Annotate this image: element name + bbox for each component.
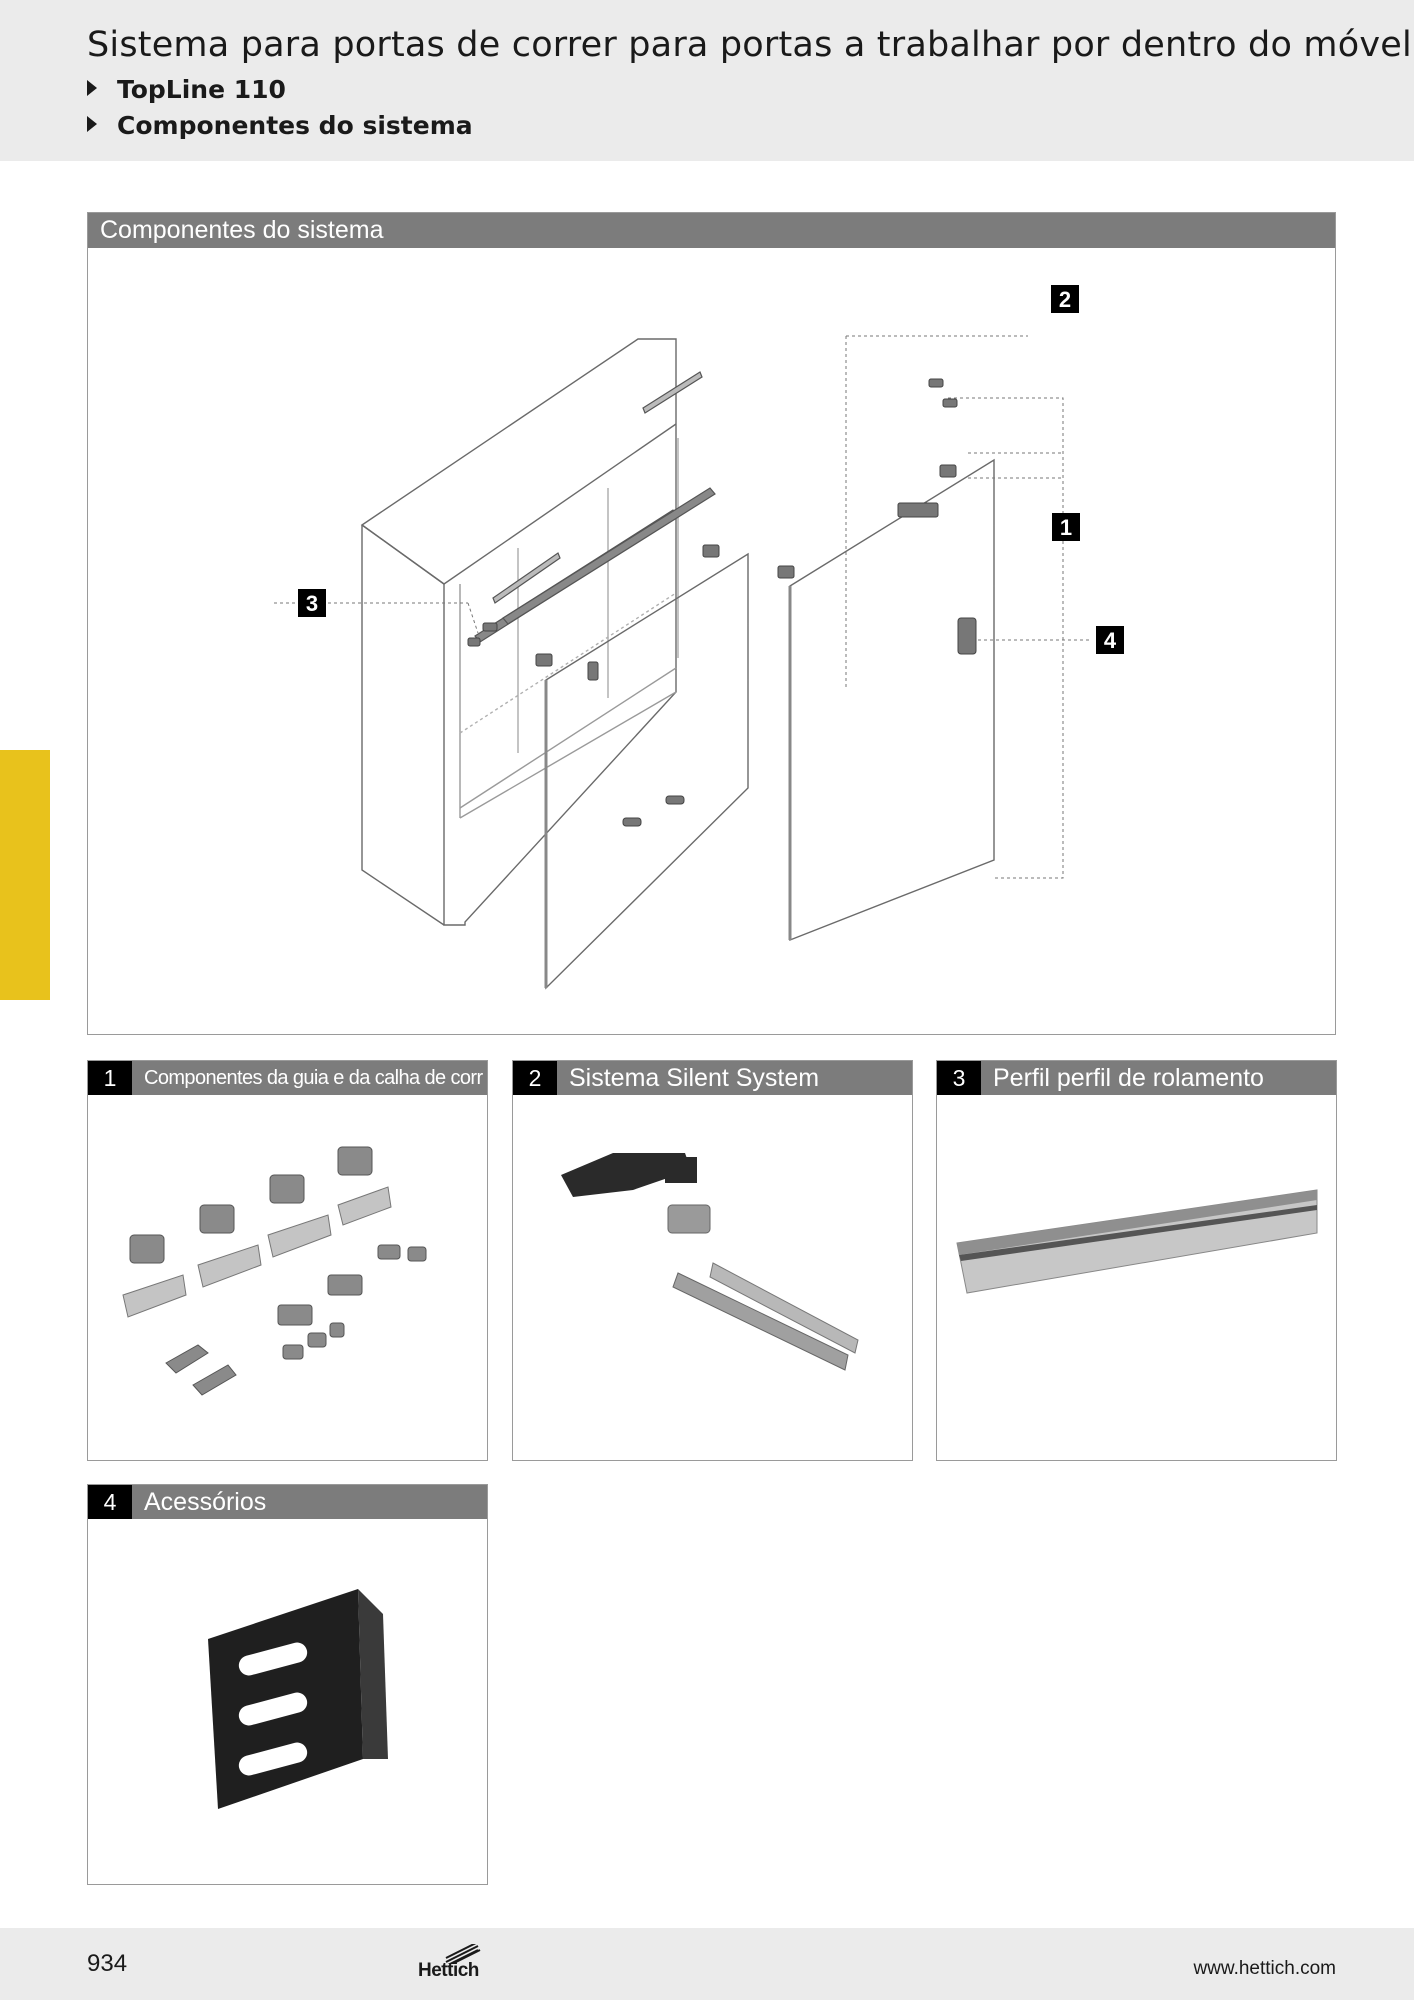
- card-title: Acessórios: [144, 1488, 267, 1516]
- triangle-right-icon: [87, 80, 97, 96]
- breadcrumb-components[interactable]: Componentes do sistema: [87, 111, 473, 140]
- card-header: 3 Perfil perfil de rolamento: [937, 1061, 1336, 1095]
- card-title: Sistema Silent System: [569, 1064, 820, 1092]
- page-number: 934: [87, 1950, 128, 1977]
- card-number: 2: [513, 1061, 557, 1095]
- callout-4: 4: [1104, 628, 1117, 653]
- silent-system-image: [561, 1153, 859, 1371]
- card-title: Perfil perfil de rolamento: [993, 1064, 1264, 1092]
- callout-3: 3: [306, 591, 318, 616]
- right-door: [789, 458, 995, 942]
- callout-1: 1: [1060, 515, 1072, 540]
- left-door: [545, 552, 749, 990]
- card-header: 1 Componentes da guia e da calha de corr…: [88, 1061, 487, 1095]
- panel-title: Componentes do sistema: [88, 213, 1335, 248]
- system-components-panel: Componentes do sistema: [87, 212, 1336, 1035]
- hettich-logo: Hettich: [418, 1944, 488, 1984]
- breadcrumb-label: TopLine 110: [117, 75, 286, 104]
- page-title: Sistema para portas de correr para porta…: [87, 25, 1412, 65]
- breadcrumb-label: Componentes do sistema: [117, 111, 473, 140]
- cabinet-outline: [360, 338, 677, 926]
- card-number: 1: [88, 1061, 132, 1095]
- page-footer: 934 Hettich www.hettich.com: [0, 1928, 1414, 2000]
- card-title: Componentes da guia e da calha de correr: [144, 1067, 483, 1089]
- bracket-accessory-image: [208, 1589, 388, 1809]
- website-link[interactable]: www.hettich.com: [1193, 1958, 1336, 1979]
- card-header: 4 Acessórios: [88, 1485, 487, 1519]
- chapter-tab: [0, 750, 50, 1000]
- rolling-profile-image: [956, 1189, 1318, 1294]
- component-card-silent-system: 2 Sistema Silent System: [512, 1060, 913, 1461]
- callout-2: 2: [1059, 287, 1071, 312]
- logo-mark-icon: [445, 1944, 481, 1964]
- brand-name: Hettich: [418, 1960, 479, 1981]
- component-card-accessories: 4 Acessórios: [87, 1484, 488, 1885]
- card-number: 3: [937, 1061, 981, 1095]
- triangle-right-icon: [87, 116, 97, 132]
- guide-components-image: [122, 1146, 427, 1396]
- card-number: 4: [88, 1485, 132, 1519]
- component-card-guide-rail: 1 Componentes da guia e da calha de corr…: [87, 1060, 488, 1461]
- breadcrumb-topline[interactable]: TopLine 110: [87, 75, 286, 104]
- component-card-rolling-profile: 3 Perfil perfil de rolamento: [936, 1060, 1337, 1461]
- exploded-cabinet-diagram: 1 2 3 4: [274, 285, 1124, 990]
- card-header: 2 Sistema Silent System: [513, 1061, 912, 1095]
- page-header: Sistema para portas de correr para porta…: [0, 0, 1414, 161]
